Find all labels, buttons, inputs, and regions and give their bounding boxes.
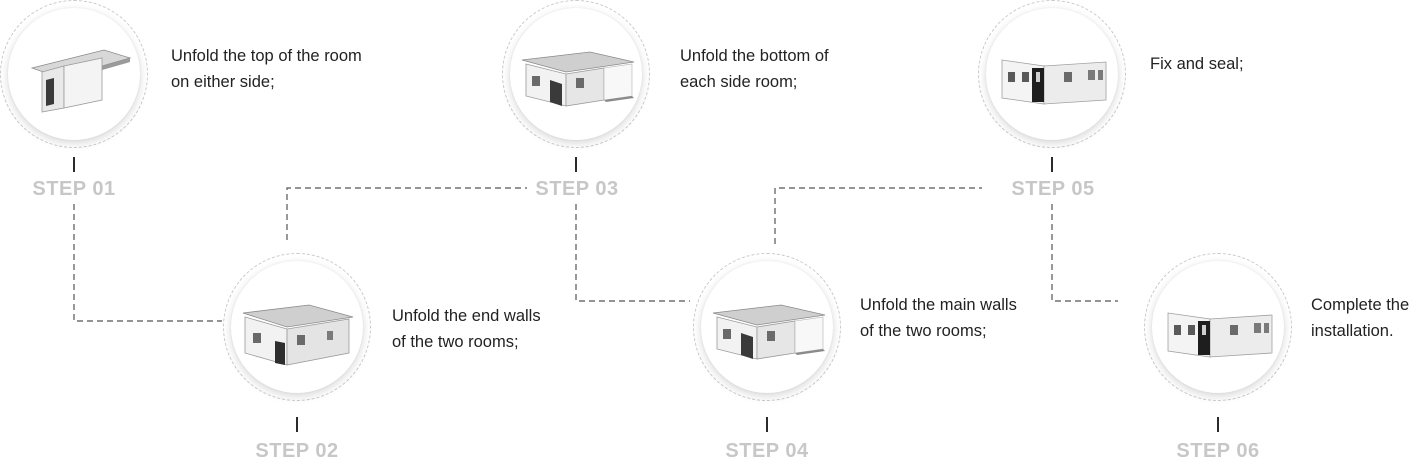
step-04-text-line2: of the two rooms; <box>860 322 987 340</box>
step-05-image-circle <box>978 0 1126 148</box>
container-house-main-walls-image <box>712 304 826 360</box>
step-03-tick <box>575 157 577 172</box>
container-house-complete-image <box>1167 312 1273 358</box>
step-01-text-line2: on either side; <box>171 73 275 91</box>
step-01-image-circle <box>0 0 148 148</box>
step-04-image-circle <box>693 253 841 401</box>
connector-05-06 <box>1051 204 1118 302</box>
step-01-text-line1: Unfold the top of the room <box>171 47 362 65</box>
connector-04-05 <box>774 187 982 244</box>
step-02-description: Unfold the end walls of the two rooms; <box>392 303 541 355</box>
step-06-text-line1: Complete the <box>1311 296 1410 314</box>
step-04-label: STEP 04 <box>725 440 809 462</box>
step-01-tick <box>73 157 75 172</box>
step-02-label: STEP 02 <box>255 440 339 462</box>
container-house-floors-unfolded-image <box>521 51 635 107</box>
step-05-text-line1: Fix and seal; <box>1150 55 1244 73</box>
connector-03-04 <box>575 204 690 302</box>
step-03-image-circle <box>502 0 650 148</box>
step-01-description: Unfold the top of the room on either sid… <box>171 43 362 95</box>
connector-01-02 <box>73 204 222 322</box>
step-03-description: Unfold the bottom of each side room; <box>680 43 829 95</box>
step-06-tick <box>1217 417 1219 432</box>
connector-02-03 <box>286 187 527 240</box>
step-02-text-line1: Unfold the end walls <box>392 307 541 325</box>
step-03-text-line1: Unfold the bottom of <box>680 47 829 65</box>
step-02-text-line2: of the two rooms; <box>392 333 519 351</box>
container-house-sealed-image <box>1001 59 1107 105</box>
container-house-roof-unfolded-image <box>30 49 132 113</box>
step-06-text-line2: installation. <box>1311 322 1394 340</box>
step-03-label: STEP 03 <box>535 178 619 200</box>
step-06-label: STEP 06 <box>1176 440 1260 462</box>
step-05-tick <box>1051 157 1053 172</box>
step-05-label: STEP 05 <box>1011 178 1095 200</box>
container-house-end-walls-image <box>242 304 354 366</box>
step-04-description: Unfold the main walls of the two rooms; <box>860 292 1017 344</box>
step-01-label: STEP 01 <box>32 178 116 200</box>
step-04-text-line1: Unfold the main walls <box>860 296 1017 314</box>
step-03-text-line2: each side room; <box>680 73 798 91</box>
step-04-tick <box>766 417 768 432</box>
step-02-tick <box>296 417 298 432</box>
step-06-image-circle <box>1144 253 1292 401</box>
step-02-image-circle <box>223 253 371 401</box>
step-06-description: Complete the installation. <box>1311 292 1409 344</box>
step-05-description: Fix and seal; <box>1150 51 1244 77</box>
